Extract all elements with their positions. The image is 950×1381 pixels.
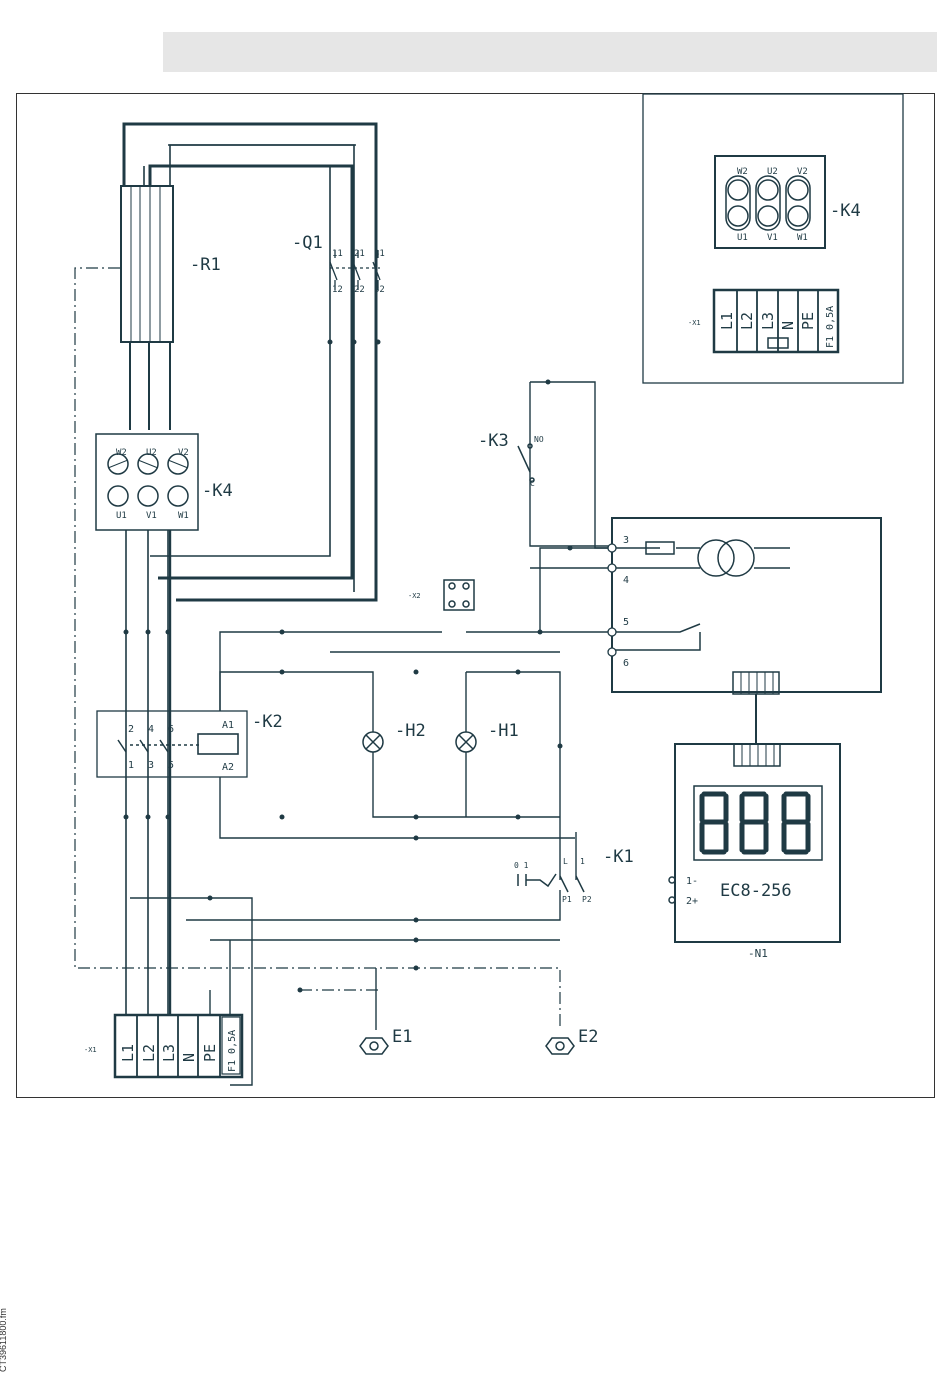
x1-term-n: N [180,1053,198,1062]
x1-inset-label: -X1 [688,319,701,327]
k4-inset-label: -K4 [830,201,861,221]
k2-label: -K2 [252,712,283,732]
k3-c: C [530,479,535,488]
q1-top-1: 21 [354,249,365,259]
k2-bottom-0: 1 [128,760,134,771]
k2-top-1: 4 [148,724,154,735]
q1-label: -Q1 [292,233,323,253]
k1-p1: P1 [562,895,572,904]
h1-lamp [456,732,476,752]
x2-connector [444,580,474,610]
n1-pin-1: 4 [623,575,629,586]
e1-label: E1 [392,1027,412,1047]
x1-inset-fuse: F1 0,5A [825,306,836,348]
k4-term-bottom-1: V1 [146,511,157,521]
k2-bottom-2: 5 [168,760,174,771]
k1-switch [518,874,584,892]
q1-top-2: 31 [374,249,385,259]
n1-label: -N1 [748,947,768,960]
e2-electrode [546,1038,574,1054]
footer-filename: CT39611800.fm [0,1308,8,1372]
n1-input-1: 2+ [686,896,698,907]
x1-inset-n: N [779,321,797,330]
k1-one: 1 [580,857,585,866]
x1-term-fuse: F1 0,5A [227,1030,238,1072]
k3-switch [518,444,534,482]
k2-bottom-1: 3 [148,760,154,771]
k2-coil-a1: A1 [222,720,234,731]
heavy-wiring [124,124,376,600]
q1-bottom-1: 22 [354,285,365,295]
k1-p2: P2 [582,895,592,904]
n1-input-0: 1- [686,876,698,887]
h2-lamp [363,732,383,752]
x1-term-l3: L3 [160,1044,178,1062]
k4-inset-top-1: U2 [767,167,778,177]
k2-coil-a2: A2 [222,762,234,773]
x1-term-l2: L2 [140,1044,158,1062]
n1-controller-box [612,518,881,744]
k4-term-top-1: U2 [146,448,157,458]
r1-label: -R1 [190,255,221,275]
k2-top-0: 2 [128,724,134,735]
k3-no: NO [534,435,544,444]
h2-label: -H2 [395,721,426,741]
x1-label: -X1 [84,1046,97,1054]
k4-inset-top-2: V2 [797,167,808,177]
q1-bottom-0: 12 [332,285,343,295]
q1-bottom-2: 32 [374,285,385,295]
x1-inset-l3: L3 [759,312,777,330]
x1-inset-l1: L1 [718,312,736,330]
x1-inset-pe: PE [799,312,817,330]
h1-label: -H1 [488,721,519,741]
x1-term-l1: L1 [119,1044,137,1062]
k4-term-bottom-2: W1 [178,511,189,521]
k1-label: -K1 [603,847,634,867]
k2-top-2: 6 [168,724,174,735]
k3-label: -K3 [478,431,509,451]
x2-label: -X2 [408,592,421,600]
k4-term-top-2: V2 [178,448,189,458]
n1-model: EC8-256 [720,881,792,901]
k4-inset-bottom-0: U1 [737,233,748,243]
k4-label: -K4 [202,481,233,501]
r1-heater [121,186,173,430]
k4-inset-bottom-2: W1 [797,233,808,243]
n1-pin-0: 3 [623,535,629,546]
k4-inset-top-0: W2 [737,167,748,177]
k4-inset-bottom-1: V1 [767,233,778,243]
thin-wiring [144,145,356,592]
k4-term-top-0: W2 [116,448,127,458]
x1-inset-l2: L2 [738,312,756,330]
x1-term-pe: PE [201,1044,219,1062]
k1-l: L [563,857,568,866]
k4-term-bottom-0: U1 [116,511,127,521]
n1-pin-2: 5 [623,617,629,628]
n1-pin-3: 6 [623,658,629,669]
k1-selector: 0 1 [514,861,529,870]
display-box [669,744,840,942]
e1-electrode [360,1038,388,1054]
q1-top-0: 11 [332,249,343,259]
e2-label: E2 [578,1027,598,1047]
